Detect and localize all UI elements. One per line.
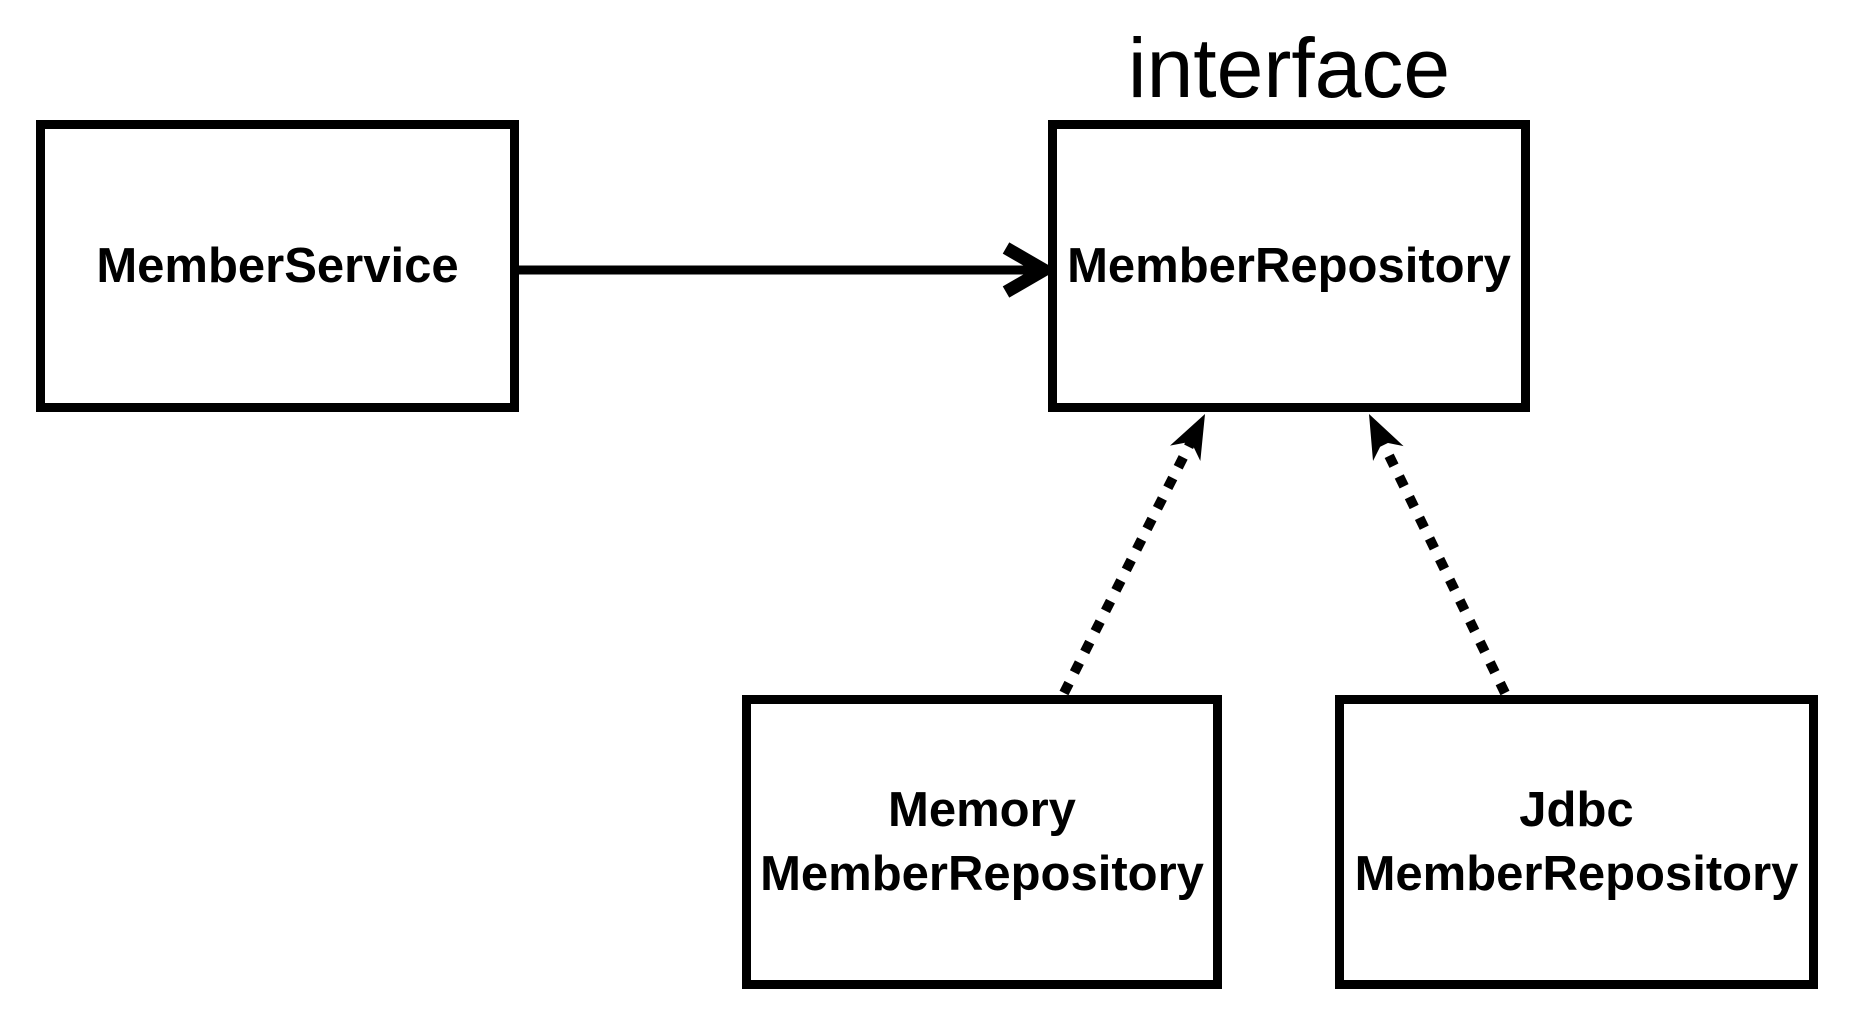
node-memory-member-repository-label: Memory MemberRepository <box>760 778 1204 906</box>
node-member-repository-label: MemberRepository <box>1067 239 1511 293</box>
edge-jdbcmemberrepository-to-memberrepository <box>1369 414 1510 696</box>
node-member-repository: MemberRepository <box>1048 120 1530 412</box>
arrowhead-filled-up-left-icon <box>1369 414 1404 461</box>
node-jdbc-label-line1: Jdbc <box>1519 783 1634 837</box>
arrowhead-open-right-icon <box>1002 242 1057 298</box>
node-member-service: MemberService <box>36 120 519 412</box>
node-memory-member-repository: Memory MemberRepository <box>742 695 1222 989</box>
node-jdbc-label-line2: MemberRepository <box>1354 847 1799 901</box>
interface-stereotype-label: interface <box>1127 21 1451 115</box>
arrowhead-filled-up-right-icon <box>1169 414 1205 461</box>
node-memory-label-line2: MemberRepository <box>760 847 1204 901</box>
node-jdbc-member-repository-label: Jdbc MemberRepository <box>1355 778 1799 906</box>
node-jdbc-member-repository: Jdbc MemberRepository <box>1335 695 1818 989</box>
node-member-service-label: MemberService <box>96 239 459 293</box>
node-memory-label-line1: Memory <box>888 783 1076 837</box>
edge-memorymemberrepository-to-memberrepository <box>1059 414 1205 696</box>
edge-memberservice-to-memberrepository <box>519 242 1057 298</box>
